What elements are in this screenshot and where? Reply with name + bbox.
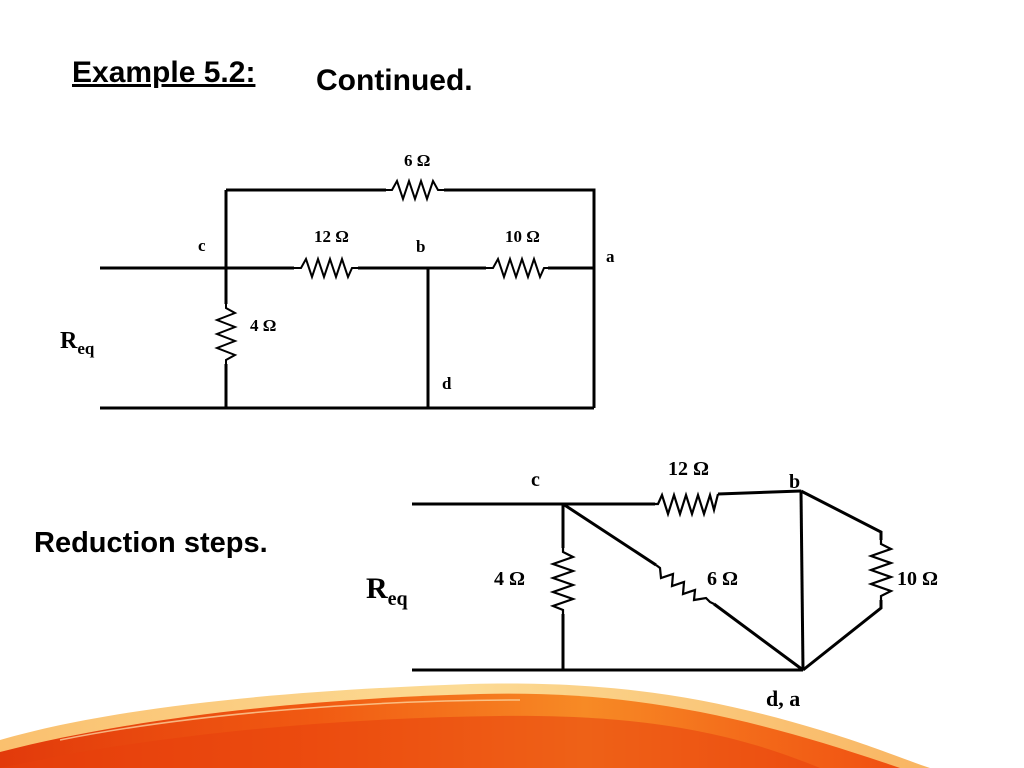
req-label-1: Req [60,328,95,358]
reduction-steps-heading: Reduction steps. [34,527,268,559]
label-4-ohm: 4 Ω [494,568,525,590]
slide-title: Example 5.2: [72,56,256,89]
wire-c-6ohm [562,502,804,672]
label-6-ohm: 6 Ω [404,151,430,170]
label-10-ohm: 10 Ω [897,568,938,590]
node-d-label: d [442,374,452,393]
resistor-4-ohm [214,304,238,364]
wire-top [224,188,596,408]
label-12-ohm: 12 Ω [668,458,709,480]
req-label-2: Req [366,572,408,610]
resistor-10-ohm [867,540,895,600]
label-12-ohm: 12 Ω [314,227,349,246]
node-b-label: b [416,237,425,256]
resistor-4-ohm [549,548,577,614]
node-c-label: c [531,469,540,491]
wire-b-d [799,490,805,671]
node-b-label: b [789,471,800,493]
node-c-label: c [198,236,206,255]
node-da-label: d, a [766,686,800,711]
wire-b-10ohm [800,489,883,672]
label-10-ohm: 10 Ω [505,227,540,246]
label-6-ohm: 6 Ω [707,568,738,590]
label-4-ohm: 4 Ω [250,316,276,335]
resistor-6-ohm [386,177,444,203]
resistor-10-ohm [486,255,548,281]
resistor-12-ohm [294,255,358,281]
wire-12-to-b [717,489,802,496]
resistor-6-ohm [655,564,715,605]
node-a-label: a [606,247,615,266]
slide-subtitle: Continued. [316,64,473,97]
resistor-12-ohm [655,491,720,518]
